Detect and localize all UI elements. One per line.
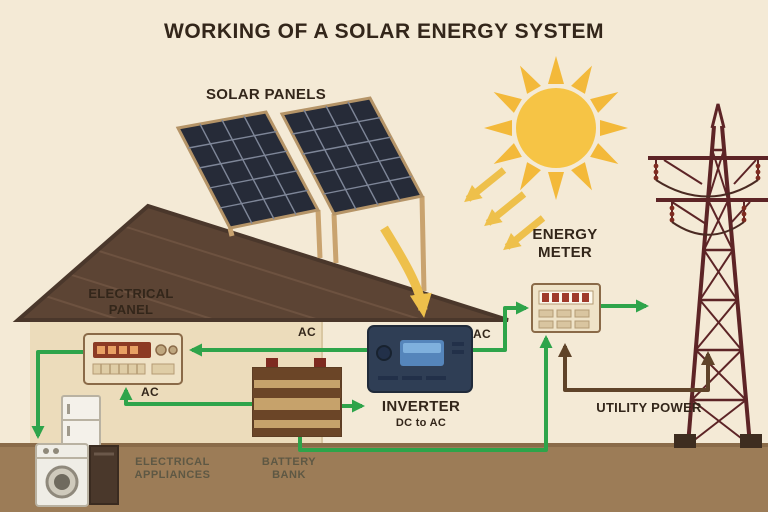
solar-panels-label: SOLAR PANELS <box>206 86 326 103</box>
inverter-label: INVERTER <box>381 398 461 415</box>
battery-bank-icon <box>252 358 342 437</box>
insulator-icon <box>653 158 761 223</box>
oven-icon <box>89 445 119 505</box>
sunlight-arrows-icon <box>464 167 546 251</box>
solar-panel-left <box>175 110 321 230</box>
wire-battery-bottom-to-meter <box>298 335 553 452</box>
utility-wires <box>558 343 715 392</box>
battery-bank-label: BATTERY BANK <box>261 456 317 482</box>
utility-power-label: UTILITY POWER <box>596 400 702 415</box>
roof <box>12 203 509 322</box>
inverter-sublabel: DC to AC <box>395 417 447 429</box>
appliances-icon <box>35 395 119 507</box>
ac-wires <box>31 299 649 452</box>
energy-meter-label: ENERGY METER <box>532 226 598 262</box>
ac-label-inverter-to-panel: AC <box>298 325 316 339</box>
inverter-device-icon <box>367 325 473 393</box>
wire-inverter-to-meter <box>472 301 529 352</box>
electrical-panel-icon <box>83 333 183 385</box>
solar-panel-icon <box>175 96 427 292</box>
energy-meter-icon <box>531 283 601 333</box>
ac-label-battery-to-panel: AC <box>141 385 159 399</box>
wire-grid-to-meter <box>558 343 708 392</box>
wire-battery-to-panel <box>119 387 253 406</box>
electrical-panel-label: ELECTRICAL PANEL <box>88 286 174 317</box>
solar-panel-right <box>279 96 425 216</box>
transmission-tower-icon <box>648 103 768 448</box>
electrical-appliances-label: ELECTRICAL APPLIANCES <box>134 456 211 482</box>
ac-label-inverter-to-meter: AC <box>473 327 491 341</box>
ground <box>0 443 768 512</box>
dc-flow-arrow <box>380 225 432 318</box>
sun-icon <box>484 56 628 200</box>
washing-machine-icon <box>35 443 89 507</box>
panel-legs <box>227 195 427 292</box>
wire-panel-to-appliances <box>31 350 84 439</box>
page-title: WORKING OF A SOLAR ENERGY SYSTEM <box>164 20 604 43</box>
wire-grid-up-tower <box>660 351 715 392</box>
